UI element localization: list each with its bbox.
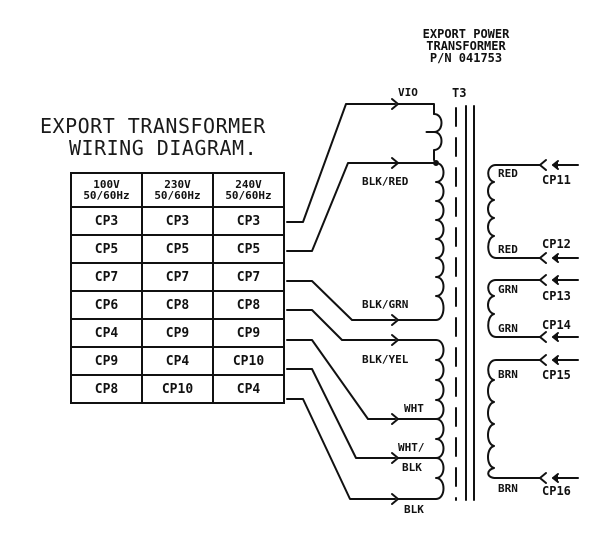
wire-blk	[286, 398, 396, 500]
wire-wht-blk	[286, 368, 396, 459]
table-cell: CP4	[212, 374, 285, 404]
header-freq: 50/60Hz	[154, 189, 201, 202]
schematic-stroke	[552, 355, 559, 365]
secondary-color-label: GRN	[498, 322, 518, 335]
table-cell: CP7	[212, 262, 285, 292]
schematic-stroke	[539, 331, 547, 343]
primary-coil-main	[435, 162, 445, 321]
secondary-color-label: RED	[498, 167, 518, 180]
lead-label-vio: VIO	[398, 86, 418, 99]
wire-wht	[286, 339, 396, 420]
secondary-coil-brn	[487, 359, 541, 479]
schematic-stroke	[552, 332, 559, 342]
secondary-color-label: BRN	[498, 368, 518, 381]
primary-coil-lower	[435, 339, 445, 500]
secondary-coil-red	[487, 164, 541, 259]
table-cell: CP9	[70, 346, 143, 376]
part-label-line3: P/N 041753	[429, 51, 503, 65]
wire-blk-grn	[286, 280, 396, 321]
connector-label-cp16: CP16	[542, 484, 571, 498]
connector-chevron	[391, 157, 399, 169]
table-cell: CP9	[141, 318, 214, 348]
schematic-stroke	[397, 103, 435, 115]
schematic-stroke	[539, 472, 547, 484]
lead-label-blk-grn: BLK/GRN	[362, 298, 409, 311]
table-cell: CP7	[141, 262, 214, 292]
table-cell: CP3	[70, 206, 143, 236]
table-cell: CP10	[212, 346, 285, 376]
header-freq: 50/60Hz	[225, 189, 272, 202]
schematic-stroke	[552, 275, 559, 285]
header-voltage: 230V	[164, 178, 191, 191]
part-label: EXPORT POWER TRANSFORMER P/N 041753	[400, 28, 532, 64]
header-voltage: 240V	[235, 178, 262, 191]
primary-coil-vio	[425, 113, 443, 161]
lead-label-wht-blk-2: BLK	[402, 461, 422, 474]
schematic-stroke	[552, 253, 559, 263]
table-cell: CP9	[212, 318, 285, 348]
wire-blk-yel	[286, 309, 396, 341]
table-cell: CP4	[141, 346, 214, 376]
table-cell: CP8	[70, 374, 143, 404]
lead-label-blk-yel: BLK/YEL	[362, 353, 409, 366]
header-freq: 50/60Hz	[83, 189, 130, 202]
connector-label-cp12: CP12	[542, 237, 571, 251]
diagram-title-line1: EXPORT TRANSFORMER	[40, 114, 266, 138]
table-cell: CP7	[70, 262, 143, 292]
table-cell: CP4	[70, 318, 143, 348]
part-label-line1: EXPORT POWER	[422, 27, 510, 41]
connector-label-cp13: CP13	[542, 289, 571, 303]
wire-blk-red	[286, 162, 437, 252]
table-cell: CP8	[212, 290, 285, 320]
connector-label-cp11: CP11	[542, 173, 571, 187]
schematic-stroke	[539, 252, 547, 264]
diagram-title-line2: WIRING DIAGRAM.	[69, 136, 258, 160]
schematic-stroke	[539, 354, 547, 366]
schematic-stroke	[539, 274, 547, 286]
transformer-ref: T3	[452, 86, 467, 100]
secondary-color-label: BRN	[498, 482, 518, 495]
table-cell: CP3	[141, 206, 214, 236]
header-voltage: 100V	[93, 178, 120, 191]
table-cell: CP5	[70, 234, 143, 264]
schematic-stroke	[552, 473, 559, 483]
lead-label-wht-blk-1: WHT/	[398, 441, 425, 454]
connector-label-cp14: CP14	[542, 318, 571, 332]
lead-label-blk: BLK	[404, 503, 424, 516]
secondary-color-label: RED	[498, 243, 518, 256]
table-cell: CP8	[141, 290, 214, 320]
lead-label-wht: WHT	[404, 402, 424, 415]
table-cell: CP3	[212, 206, 285, 236]
table-cell: CP6	[70, 290, 143, 320]
part-label-line2: TRANSFORMER	[426, 39, 506, 53]
secondary-connectors	[539, 159, 579, 484]
schematic-stroke	[552, 160, 559, 170]
table-cell: CP5	[212, 234, 285, 264]
secondary-color-label: GRN	[498, 283, 518, 296]
table-cell: CP5	[141, 234, 214, 264]
schematic-stroke	[539, 159, 547, 171]
secondary-coil-grn	[487, 279, 541, 338]
table-cell: CP10	[141, 374, 214, 404]
connector-label-cp15: CP15	[542, 368, 571, 382]
wire-vio	[286, 103, 396, 223]
lead-label-blk-red: BLK/RED	[362, 175, 409, 188]
